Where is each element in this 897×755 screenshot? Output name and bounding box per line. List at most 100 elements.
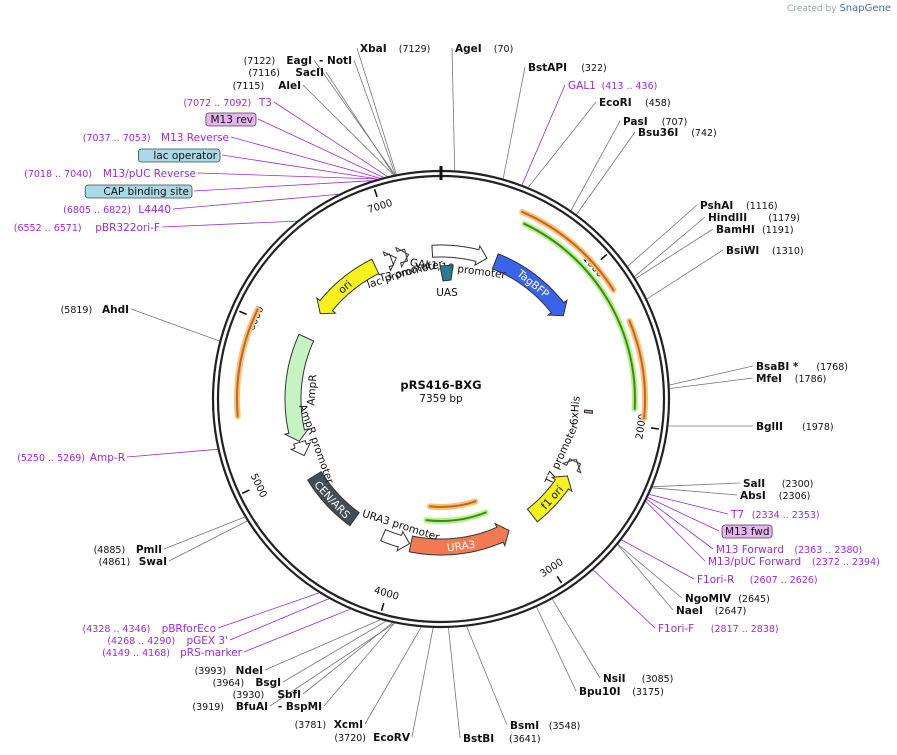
tick-label: 3000 xyxy=(538,557,565,580)
connector-line xyxy=(257,118,384,178)
primer-t7: T7(2334 .. 2353) xyxy=(730,509,820,521)
connector-line xyxy=(646,498,714,550)
label-position: (4328 .. 4346) xyxy=(83,624,151,635)
label-name: M13/pUC Forward xyxy=(708,556,801,568)
enzyme-agei: AgeI(70) xyxy=(455,43,513,55)
enzyme-bpu10i: Bpu10I(3175) xyxy=(579,686,664,698)
connector-line xyxy=(243,608,351,653)
label-position: (3641) xyxy=(509,734,541,745)
connector-line xyxy=(364,626,422,725)
label-position: (6552 .. 6571) xyxy=(14,223,82,234)
enzyme-xbai: XbaI(7129) xyxy=(360,43,430,55)
enzyme-ecorv: EcoRV(3720) xyxy=(334,732,410,744)
feat-ori xyxy=(316,258,380,315)
connector-line xyxy=(551,598,601,679)
connector-line xyxy=(323,622,395,707)
label-position: (4149 .. 4168) xyxy=(102,648,170,659)
enzyme-eagi: EagI(7122) xyxy=(244,55,312,67)
enzyme-bsabi: BsaBI *(1768) xyxy=(756,361,848,373)
label-name: AleI xyxy=(278,80,301,92)
connector-line xyxy=(163,516,245,550)
enzyme-bsu36i: Bsu36I (742) xyxy=(638,127,717,139)
label-name: PasI xyxy=(623,116,648,128)
primer-f1ori-f: F1ori-F(2817 .. 2838) xyxy=(658,623,779,635)
enzyme-alei: AleI(7115) xyxy=(233,80,301,92)
enzyme-xcmi: XcmI(3781) xyxy=(295,719,363,731)
enzyme-noti: - NotI xyxy=(319,55,352,67)
label-position: (3930) xyxy=(233,690,265,701)
connector-line xyxy=(313,59,396,175)
label-name: M13 Reverse xyxy=(161,132,229,144)
connector-line xyxy=(649,494,729,515)
feat-ura3-promoter xyxy=(380,529,411,552)
primer-pgex-3: pGEX 3'(4268 .. 4290) xyxy=(107,635,228,647)
tick-label: 4000 xyxy=(373,585,400,602)
enzyme-ndei: NdeI(3993) xyxy=(195,665,263,677)
enzyme-hindiii: HindIII(1179) xyxy=(708,212,800,224)
label-name: BsaBI * xyxy=(756,361,799,373)
label-name: Bpu10I xyxy=(579,686,621,698)
watermark-text: Created by xyxy=(787,4,837,14)
snapgene-logo: SnapGene xyxy=(839,3,891,14)
watermark: Created by SnapGene xyxy=(787,3,891,14)
feat-cen-ars xyxy=(307,471,360,527)
label-name: EcoRV xyxy=(373,732,411,744)
label-name: BglII xyxy=(756,421,783,433)
label-position: (7129) xyxy=(399,44,431,55)
label-position: (3919) xyxy=(192,702,224,713)
connector-line xyxy=(168,520,248,562)
label-name: M13/pUC Reverse xyxy=(103,168,196,180)
primer-amp-r: Amp-R(5250 .. 5269) xyxy=(17,452,125,464)
label-position: (4268 .. 4290) xyxy=(107,636,175,647)
label-name: AgeI xyxy=(455,43,482,55)
enzyme-pshai: PshAI(1116) xyxy=(700,200,778,212)
connector-line xyxy=(621,539,695,580)
orf-arc-outer xyxy=(628,320,646,420)
label-position: (742) xyxy=(691,128,717,139)
label-position: (5250 .. 5269) xyxy=(17,453,85,464)
label-position: (1310) xyxy=(772,246,804,257)
label-name: NgoMIV xyxy=(685,593,732,605)
label-position: (3781) xyxy=(295,720,327,731)
label-name: SalI xyxy=(743,478,765,490)
label-name: pRS-marker xyxy=(180,647,243,659)
label-name: pBR322ori-F xyxy=(95,222,160,234)
label-name: lac operator xyxy=(153,150,217,162)
orf-arc-inner xyxy=(523,222,636,410)
primer-f1ori-r: F1ori-R(2607 .. 2626) xyxy=(697,574,818,586)
connector-line xyxy=(652,482,741,488)
enzyme-mfei: MfeI(1786) xyxy=(756,373,826,385)
feat-ampr-promoter xyxy=(289,440,312,457)
connector-line xyxy=(161,220,297,228)
label-position: (2607 .. 2626) xyxy=(750,575,818,586)
label-box xyxy=(84,184,193,199)
enzyme-sali: SalI(2300) xyxy=(743,478,813,490)
enzyme-pmli: PmlI(4885) xyxy=(94,544,162,556)
enzyme-bamhi: BamHI(1191) xyxy=(716,224,794,236)
label-position: (2334 .. 2353) xyxy=(752,510,820,521)
label-box xyxy=(137,148,221,163)
primer-t3: T3(7072 .. 7092) xyxy=(183,97,272,109)
enzyme-bsmi: BsmI(3548) xyxy=(510,720,580,732)
feat-cen-ars-label: CEN/ARS xyxy=(311,479,352,522)
label-name: - BspMI xyxy=(278,701,322,713)
connector-line xyxy=(634,216,706,277)
label-position: (7072 .. 7092) xyxy=(183,98,251,109)
enzyme-sbfi: SbfI(3930) xyxy=(233,689,301,701)
plasmid-name: pRS416-BXG xyxy=(400,378,481,392)
connector-line xyxy=(356,47,397,175)
label-name: Bsu36I xyxy=(638,127,678,139)
enzyme-absi: AbsI(2306) xyxy=(740,490,810,502)
label-position: (1116) xyxy=(746,201,778,212)
feat-tagbfp xyxy=(491,253,568,317)
label-name: CAP binding site xyxy=(103,186,189,198)
primer-cap-binding-site: CAP binding site xyxy=(84,184,193,199)
primer-lac-operator: lac operator xyxy=(137,148,221,163)
connector-line xyxy=(229,598,329,641)
enzyme-sacii: SacII(7116) xyxy=(248,67,324,79)
label-name: SacII xyxy=(295,67,324,79)
feat-t3-promoter xyxy=(395,246,410,268)
label-name: GAL1 xyxy=(568,80,596,92)
connector-line xyxy=(172,194,339,210)
